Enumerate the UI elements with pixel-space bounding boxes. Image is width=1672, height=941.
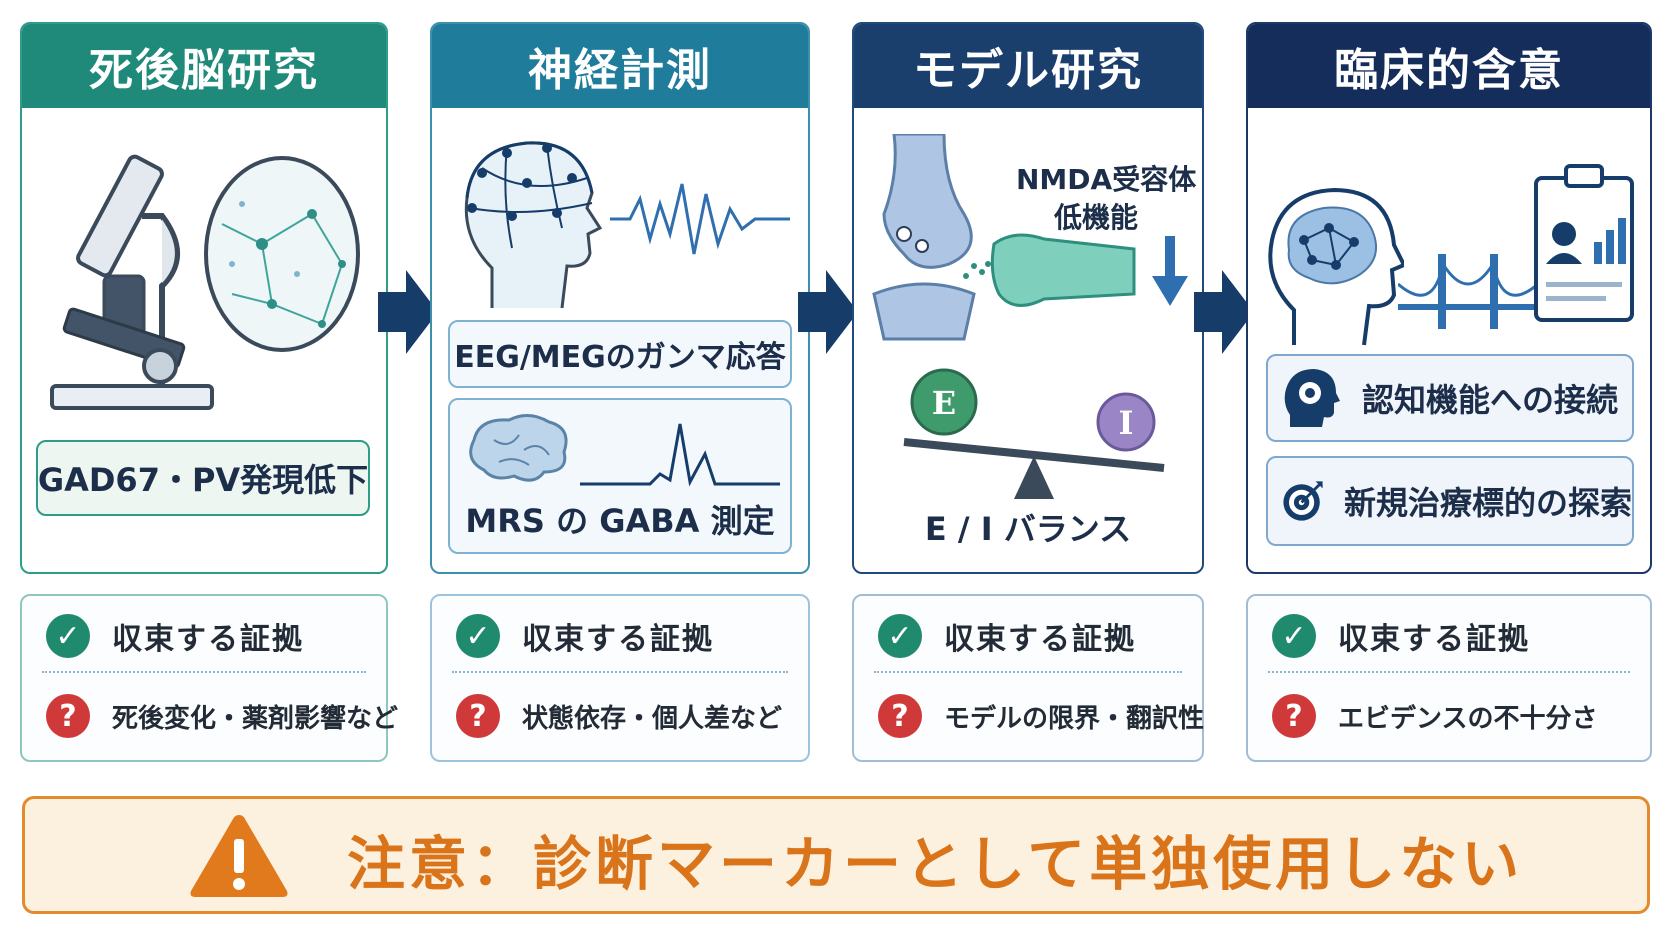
balance-label: E / I バランス <box>924 510 1132 548</box>
balance-scale-icon: E I <box>903 368 1165 499</box>
spectrum-icon <box>580 423 780 487</box>
evidence-card-3: ✓ 収束する証拠 ? モデルの限界・翻訳性 <box>852 594 1204 762</box>
pill-new-target: 新規治療標的の探索 <box>1266 456 1634 546</box>
divider <box>452 671 788 673</box>
pill-cognitive-link: 認知機能への接続 <box>1266 354 1634 442</box>
panel-clinical-implications: 臨床的含意 認知機能への接続 <box>1246 22 1652 574</box>
receptor-label-2: 低機能 <box>1054 201 1139 234</box>
brain-icon <box>469 414 568 482</box>
mrs-box: MRS の GABA 測定 <box>448 398 792 554</box>
pill-new-target-text: 新規治療標的の探索 <box>1343 484 1632 522</box>
bridge-icon <box>1398 254 1538 329</box>
supports-text: 収束する証拠 <box>112 622 304 657</box>
panel-title: 臨床的含意 <box>1248 24 1650 108</box>
check-icon: ✓ <box>1272 614 1316 658</box>
pill-eeg-meg: EEG/MEGのガンマ応答 <box>448 320 792 388</box>
panel-title: 死後脳研究 <box>22 24 386 108</box>
divider <box>874 671 1182 673</box>
balance-i-label: I <box>1119 404 1134 442</box>
target-icon <box>1283 481 1323 521</box>
panel-neural-measurement: 神経計測 EEG/MEGのガンマ応答 MRS の GABA 測定 <box>430 22 810 574</box>
caveat-text: 死後変化・薬剤影響など <box>112 703 399 734</box>
microscope-icon <box>50 154 214 410</box>
supports-text: 収束する証拠 <box>522 622 714 657</box>
question-icon: ? <box>878 694 922 738</box>
evidence-card-4: ✓ 収束する証拠 ? エビデンスの不十分さ <box>1246 594 1652 762</box>
arrow-right-icon <box>378 270 438 354</box>
balance-e-label: E <box>932 384 956 422</box>
caveat-text: 状態依存・個人差など <box>522 703 783 734</box>
arrow-right-icon <box>1194 270 1254 354</box>
question-icon: ? <box>46 694 90 738</box>
pill-gad67-pv: GAD67・PV発現低下 <box>36 440 370 516</box>
panel-postmortem: 死後脳研究 GAD67・PV発現低下 <box>20 22 388 574</box>
caveat-text: エビデンスの不十分さ <box>1338 703 1598 734</box>
caveat-text: モデルの限界・翻訳性 <box>944 703 1205 734</box>
clipboard-report-icon <box>1534 164 1634 322</box>
pill-cognitive-link-text: 認知機能への接続 <box>1362 381 1619 419</box>
supports-text: 収束する証拠 <box>1338 622 1530 657</box>
question-icon: ? <box>456 694 500 738</box>
caution-banner: 注意：診断マーカーとして単独使用しない <box>22 796 1650 914</box>
check-icon: ✓ <box>456 614 500 658</box>
divider <box>42 671 366 673</box>
neuron-tissue-icon <box>204 156 360 352</box>
panel-title: 神経計測 <box>432 24 808 108</box>
gear-head-icon <box>1284 369 1340 427</box>
warning-icon <box>190 815 288 897</box>
receptor-label-1: NMDA受容体 <box>1016 163 1197 196</box>
panel-model-research: モデル研究 NMDA受容体 低機能 E I E / I バランス <box>852 22 1204 574</box>
supports-text: 収束する証拠 <box>944 622 1136 657</box>
question-icon: ? <box>1272 694 1316 738</box>
arrow-right-icon <box>798 270 858 354</box>
pill-mrs-gaba: MRS の GABA 測定 <box>465 502 775 540</box>
divider <box>1268 671 1630 673</box>
check-icon: ✓ <box>878 614 922 658</box>
check-icon: ✓ <box>46 614 90 658</box>
caution-text: 注意：診断マーカーとして単独使用しない <box>347 830 1524 898</box>
evidence-card-1: ✓ 収束する証拠 ? 死後変化・薬剤影響など <box>20 594 398 762</box>
eeg-head-icon <box>464 141 602 309</box>
panel-title: モデル研究 <box>854 24 1202 108</box>
evidence-card-2: ✓ 収束する証拠 ? 状態依存・個人差など <box>430 594 810 762</box>
synapse-icon <box>872 134 1136 341</box>
head-brain-network-icon <box>1268 187 1404 346</box>
down-arrow-icon <box>1152 236 1188 306</box>
waveform-icon <box>610 183 790 255</box>
